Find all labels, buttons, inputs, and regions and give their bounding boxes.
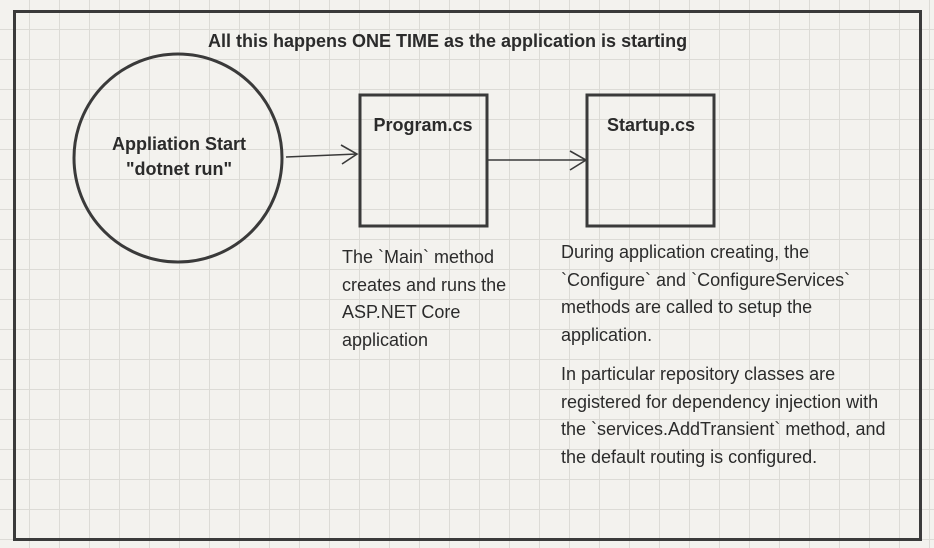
program-node <box>358 93 489 228</box>
arrowhead <box>340 144 359 165</box>
arrowhead <box>569 150 588 171</box>
app-start-label-line-2: "dotnet run" <box>125 159 233 179</box>
diagram-title: All this happens ONE TIME as the applica… <box>208 31 688 51</box>
diagram-frame <box>13 10 922 541</box>
edge-app-start-to-program <box>285 144 359 165</box>
app-start-label-line-1: Appliation Start <box>112 134 246 154</box>
program-node-label: Program.cs <box>373 115 473 135</box>
program-note-text: The `Main` method creates and runs the A… <box>342 247 507 350</box>
startup-note-paragraph-2: In particular repository classes are reg… <box>561 364 886 467</box>
startup-note-paragraph-1: During application creating, the `Config… <box>561 242 851 345</box>
edge-program-to-startup <box>488 150 588 171</box>
startup-node <box>585 93 716 228</box>
program-note: The `Main` method creates and runs the A… <box>342 244 522 354</box>
app-start-node <box>72 52 284 264</box>
app-start-label: Appliation Start "dotnet run" <box>74 132 284 182</box>
startup-node-label: Startup.cs <box>606 115 696 135</box>
startup-note: During application creating, the `Config… <box>561 239 891 471</box>
edge-line <box>285 153 358 158</box>
